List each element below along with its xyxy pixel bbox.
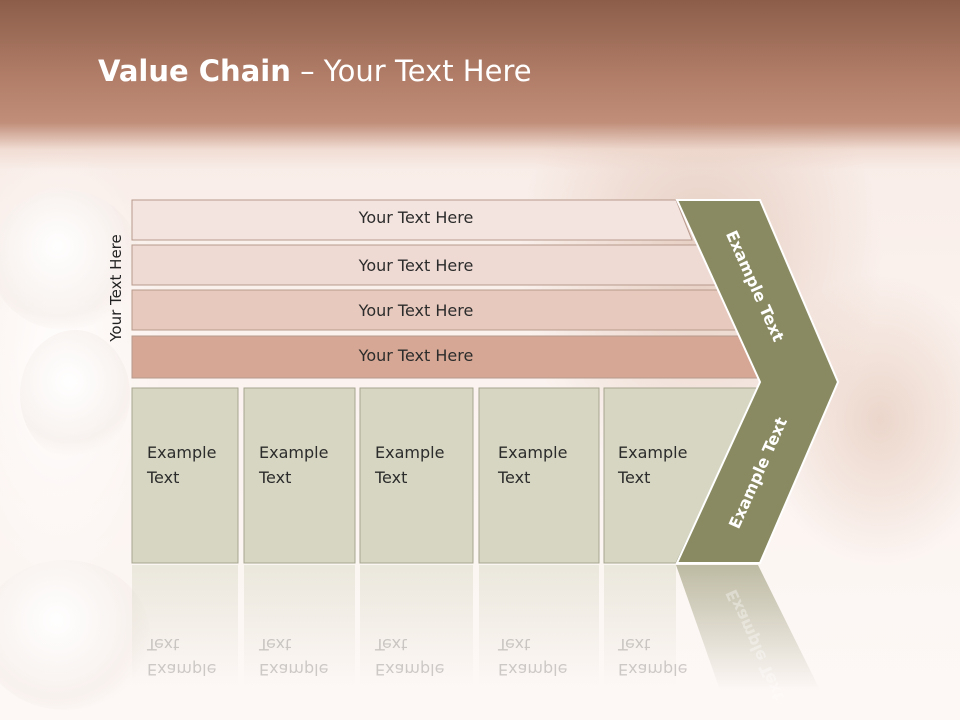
- flower-decoration: [0, 190, 140, 330]
- row-label-2: Your Text Here: [358, 256, 474, 275]
- box-text-reflection: Example Text: [147, 635, 217, 679]
- box-text-reflection: Example Text: [259, 635, 329, 679]
- box-text-reflection: Example Text: [375, 635, 445, 679]
- reflection: [132, 565, 238, 685]
- box-text-4: Example Text: [498, 443, 568, 487]
- title-bold: Value Chain: [98, 54, 291, 88]
- box-text-3: Example Text: [375, 443, 445, 487]
- reflection: [360, 565, 473, 685]
- box-text-5: Example Text: [618, 443, 688, 487]
- slide-title: Value Chain – Your Text Here: [98, 54, 532, 88]
- activity-box-4: [478, 387, 600, 564]
- box-text-2: Example Text: [259, 443, 329, 487]
- flower-decoration: [0, 560, 150, 710]
- row-label-1: Your Text Here: [358, 208, 474, 227]
- header-band: [0, 0, 960, 170]
- reflection: [479, 565, 599, 685]
- box-text-reflection: Example Text: [618, 635, 688, 679]
- row-label-3: Your Text Here: [358, 301, 474, 320]
- row-bar-1: [131, 199, 693, 241]
- reflection: [676, 565, 820, 690]
- activity-box-3: [359, 387, 474, 564]
- row-label-4: Your Text Here: [358, 346, 474, 365]
- flower-decoration: [20, 330, 130, 460]
- title-rest: – Your Text Here: [290, 54, 532, 88]
- reflection: [604, 565, 676, 685]
- chevron-arrow: [675, 199, 840, 564]
- activity-box-1: [131, 387, 239, 564]
- reflection: [244, 565, 355, 685]
- box-text-1: Example Text: [147, 443, 217, 487]
- activity-box-2: [243, 387, 356, 564]
- box-text-reflection: Example Text: [498, 635, 568, 679]
